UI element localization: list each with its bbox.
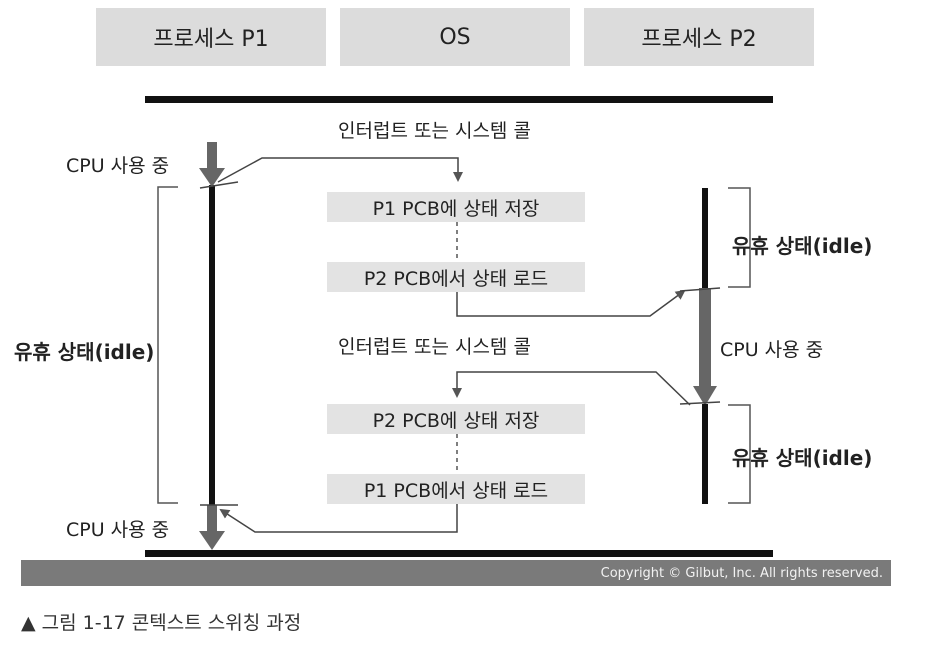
p2-vertical-line-bottom [702,404,708,504]
p1-cpu-bottom-arrowhead [199,531,225,550]
copyright-bar: Copyright © Gilbut, Inc. All rights rese… [21,560,891,586]
bottom-timeline-bar [145,550,773,557]
arrow-p1-to-os [217,157,463,183]
header-process-p2: 프로세스 P2 [584,8,814,66]
header-os: OS [340,8,570,66]
copyright-text: Copyright © Gilbut, Inc. All rights rese… [600,565,883,581]
p1-cpu-top-arrowhead [199,168,225,187]
arrow-p2-to-os [452,371,691,406]
interrupt-label-mid: 인터럽트 또는 시스템 콜 [338,336,531,358]
p1-cpu-bottom-bar [207,505,217,535]
figure-caption: ▲ 그림 1-17 콘텍스트 스위칭 과정 [21,612,302,634]
p2-cpu-label: CPU 사용 중 [720,339,824,361]
interrupt-label-top: 인터럽트 또는 시스템 콜 [338,120,531,142]
step-load-p2-pcb: P2 PCB에서 상태 로드 [327,262,585,292]
p1-cpu-label-top: CPU 사용 중 [66,155,170,177]
p1-cpu-label-bottom: CPU 사용 중 [66,519,170,541]
step-save-p2-pcb: P2 PCB에 상태 저장 [327,404,585,434]
p1-cpu-top-bar [207,142,217,172]
p2-cpu-arrowhead [693,386,717,406]
p2-vertical-line-top [702,188,708,288]
p2-idle-bracket-bottom [728,404,751,504]
p1-idle-bracket [157,186,178,504]
p2-idle-label-bottom: 유휴 상태(idle) [732,446,873,470]
top-timeline-bar [145,96,773,103]
p2-idle-label-top: 유휴 상태(idle) [732,234,873,258]
p1-vertical-line [209,185,215,507]
p2-idle-bracket-top [728,187,751,288]
step-load-p1-pcb: P1 PCB에서 상태 로드 [327,474,585,504]
arrow-os-to-p1 [219,504,458,533]
arrow-os-to-p2 [456,289,686,317]
header-process-p1: 프로세스 P1 [96,8,326,66]
p2-cpu-bar [699,288,711,388]
step-save-p1-pcb: P1 PCB에 상태 저장 [327,192,585,222]
p1-idle-label: 유휴 상태(idle) [14,340,155,364]
